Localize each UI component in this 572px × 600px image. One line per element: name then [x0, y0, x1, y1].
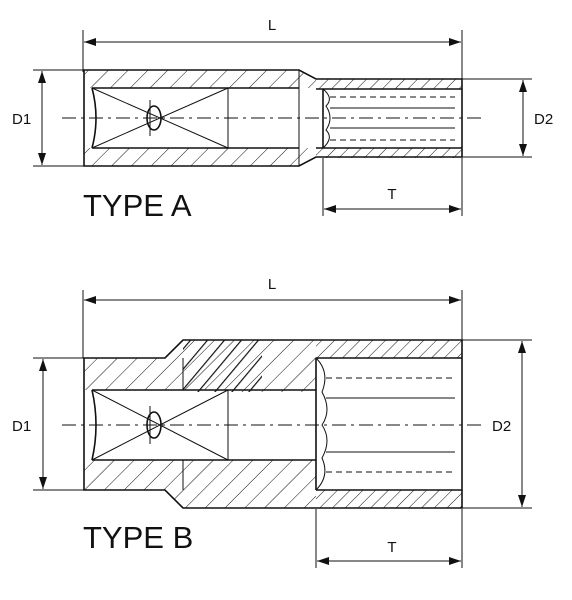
type-b-drawing: L	[12, 276, 532, 568]
type-a-title: TYPE A	[83, 188, 192, 223]
type-b-t-dimension: T	[315, 509, 463, 568]
type-a-d2-dimension: D2	[462, 78, 553, 158]
type-b-d2-label: D2	[492, 418, 511, 435]
type-b-length-dimension: L	[82, 276, 463, 358]
type-a-t-label: T	[387, 186, 396, 203]
type-b-length-label: L	[268, 276, 276, 293]
type-a-d1-dimension: D1	[12, 69, 84, 167]
type-b-title: TYPE B	[83, 520, 193, 555]
type-a-length-label: L	[268, 17, 276, 34]
type-b-d1-dimension: D1	[12, 357, 84, 491]
type-b-socket-body	[62, 339, 482, 509]
type-b-t-label: T	[387, 539, 396, 556]
type-a-d2-label: D2	[534, 111, 553, 128]
type-a-length-dimension: L	[82, 17, 463, 82]
type-a-t-dimension: T	[322, 158, 463, 216]
type-a-socket-body	[62, 69, 482, 167]
type-b-d2-dimension: D2	[462, 339, 532, 509]
type-b-d1-label: D1	[12, 418, 31, 435]
type-a-drawing: L	[12, 17, 553, 223]
type-a-d1-label: D1	[12, 111, 31, 128]
